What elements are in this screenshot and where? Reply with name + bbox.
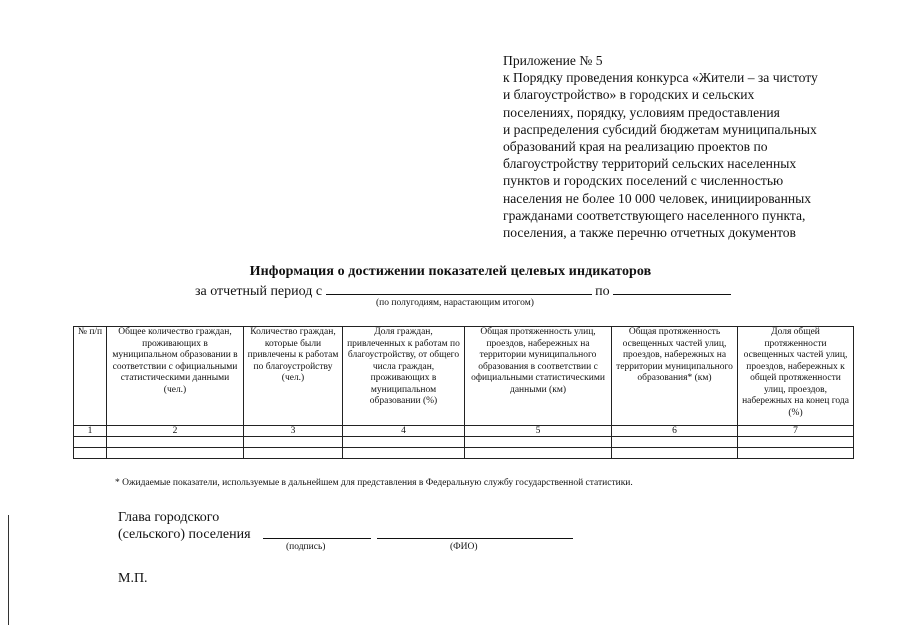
period-start-field[interactable] — [325, 283, 592, 295]
appendix-line: пунктов и городских поселений с численно… — [503, 173, 784, 189]
appendix-line: Приложение № 5 — [503, 53, 603, 68]
column-number: 7 — [737, 425, 854, 437]
appendix-line: образований края на реализацию проектов … — [503, 139, 768, 155]
period-end-field[interactable] — [613, 283, 732, 295]
footnote: * Ожидаемые показатели, используемые в д… — [115, 478, 633, 488]
signature-title-line1: Глава городского — [118, 510, 220, 525]
signature-label: (подпись) — [286, 542, 326, 552]
appendix-header: Приложение № 5 к Порядку проведения конк… — [503, 52, 883, 241]
table-cell[interactable] — [611, 436, 738, 448]
table-cell[interactable] — [73, 436, 107, 448]
table-cell[interactable] — [464, 447, 612, 459]
table-cell[interactable] — [464, 436, 612, 448]
appendix-line: поселениях, порядку, условиям предоставл… — [503, 104, 780, 120]
signature-block: Глава городского (сельского) поселения — [118, 509, 251, 543]
column-number: 4 — [342, 425, 465, 437]
appendix-line: поселения, а также перечню отчетных доку… — [503, 225, 796, 241]
table-header-row: № п/п Общее количество граждан, проживаю… — [73, 326, 854, 426]
table-cell[interactable] — [737, 436, 854, 448]
name-field[interactable] — [377, 538, 573, 539]
column-header: Общая протяженность улиц, проездов, набе… — [464, 326, 612, 426]
appendix-line: и распределения субсидий бюджетам муници… — [503, 121, 817, 137]
scan-edge-line — [8, 515, 9, 625]
table-cell[interactable] — [73, 447, 107, 459]
column-number-row: 1 2 3 4 5 6 7 — [73, 425, 854, 437]
table-cell[interactable] — [737, 447, 854, 459]
table-cell[interactable] — [106, 447, 244, 459]
appendix-line: благоустройству территорий сельских насе… — [503, 156, 797, 172]
table-row — [73, 447, 854, 459]
reporting-period: за отчетный период с по — [195, 283, 732, 300]
column-header: № п/п — [73, 326, 107, 426]
column-number: 5 — [464, 425, 612, 437]
period-prefix: за отчетный период с — [195, 284, 323, 299]
period-hint: (по полугодиям, нарастающим итогом) — [376, 298, 534, 308]
column-header: Доля общей протяженности освещенных част… — [737, 326, 854, 426]
column-header: Доля граждан, привлеченных к работам по … — [342, 326, 465, 426]
table-cell[interactable] — [243, 436, 343, 448]
signature-title-line2: (сельского) поселения — [118, 527, 251, 542]
stamp-place: М.П. — [118, 571, 148, 586]
column-number: 3 — [243, 425, 343, 437]
period-mid: по — [595, 284, 610, 299]
appendix-line: населения не более 10 000 человек, иници… — [503, 190, 812, 206]
appendix-line: к Порядку проведения конкурса «Жители – … — [503, 70, 818, 86]
column-number: 1 — [73, 425, 107, 437]
column-header: Количество граждан, которые были привлеч… — [243, 326, 343, 426]
column-number: 2 — [106, 425, 244, 437]
column-number: 6 — [611, 425, 738, 437]
name-label: (ФИО) — [450, 542, 478, 552]
table-cell[interactable] — [243, 447, 343, 459]
appendix-line: и благоустройство» в городских и сельски… — [503, 87, 755, 103]
signature-field[interactable] — [263, 538, 371, 539]
table-row — [73, 436, 854, 448]
table-cell[interactable] — [106, 436, 244, 448]
column-header: Общее количество граждан, проживающих в … — [106, 326, 244, 426]
table-cell[interactable] — [611, 447, 738, 459]
indicators-table: № п/п Общее количество граждан, проживаю… — [73, 326, 854, 459]
table-cell[interactable] — [342, 447, 465, 459]
document-title: Информация о достижении показателей целе… — [249, 264, 652, 279]
table-cell[interactable] — [342, 436, 465, 448]
column-header: Общая протяженность освещенных частей ул… — [611, 326, 738, 426]
appendix-line: гражданами соответствующего населенного … — [503, 207, 806, 223]
